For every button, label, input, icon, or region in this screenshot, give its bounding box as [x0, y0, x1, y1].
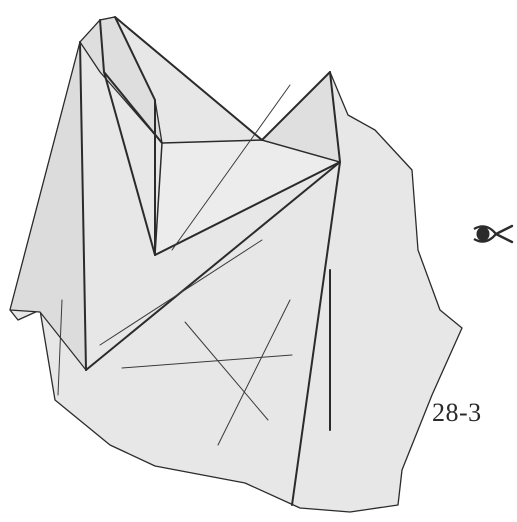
left-flap	[10, 42, 86, 370]
eye-view-icon	[474, 226, 512, 242]
step-number-label: 28-3	[432, 398, 482, 428]
